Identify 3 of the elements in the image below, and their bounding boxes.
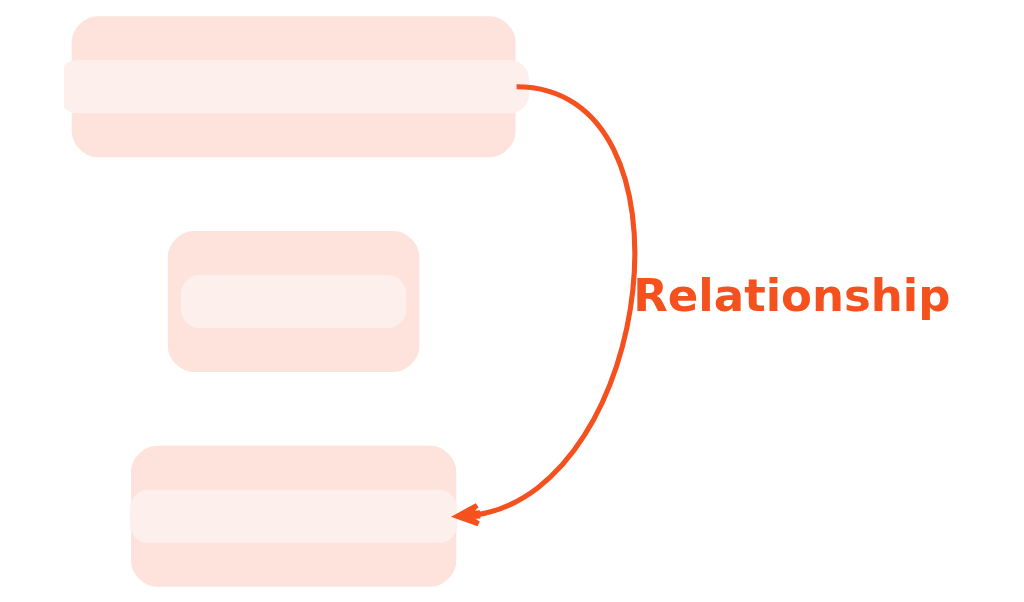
node-box — [167, 230, 419, 372]
arrow — [454, 83, 637, 526]
edge-label: Relationship — [632, 268, 950, 322]
